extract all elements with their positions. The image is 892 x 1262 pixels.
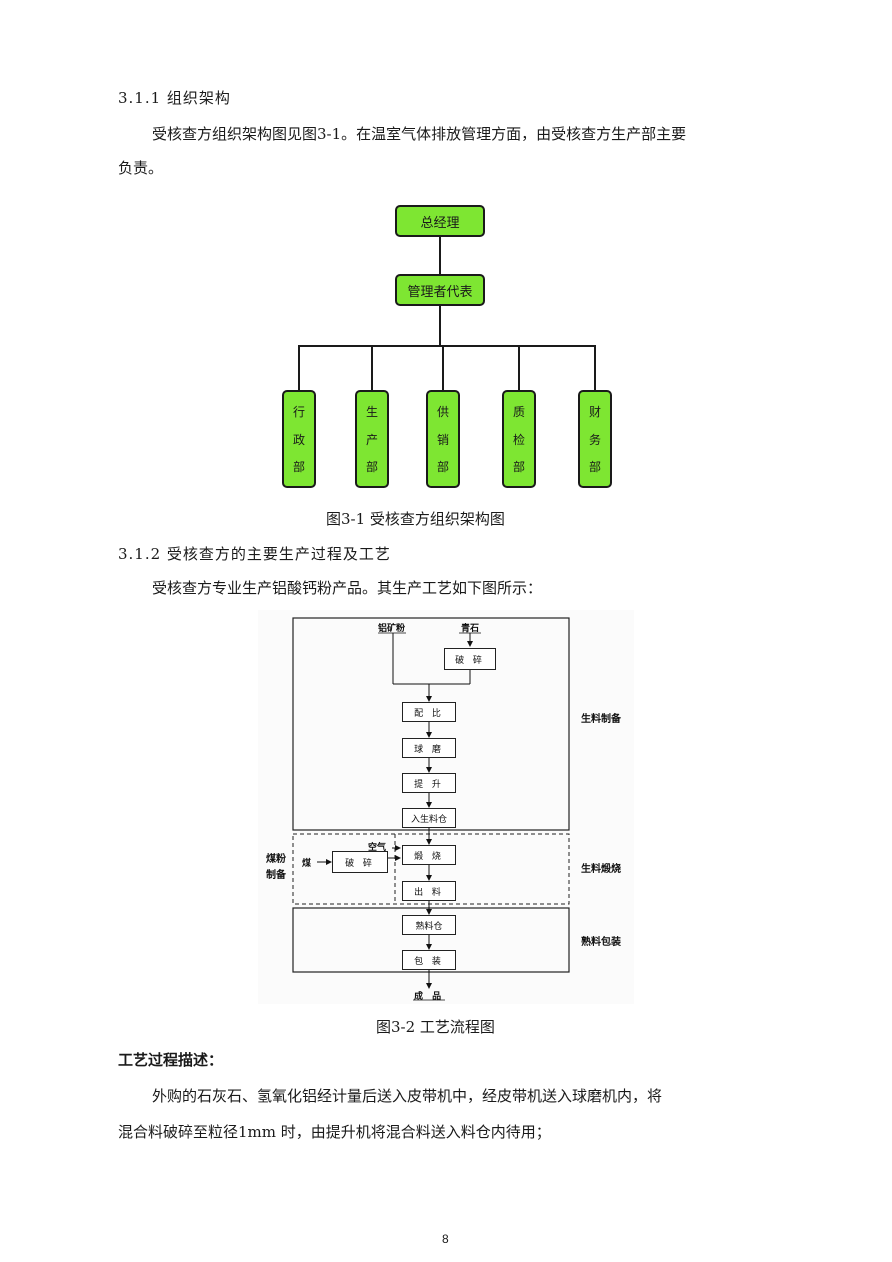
flow-step-pack: 包 装 <box>402 950 456 970</box>
process-desc-line2: 混合料破碎至粒径1mm 时，由提升机将混合料送入料仓内待用； <box>118 1123 551 1141</box>
org-connector <box>594 345 596 391</box>
figure-caption-flow: 图3-2 工艺流程图 <box>376 1018 495 1036</box>
org-connector <box>371 345 373 391</box>
org-connector <box>298 345 300 391</box>
flow-input-coal: 煤 <box>302 859 312 869</box>
flow-input-air: 空气 <box>368 843 387 853</box>
flow-step-mill: 球 磨 <box>402 738 456 758</box>
org-dept-char: 政 <box>292 432 305 447</box>
figure-caption-org: 图3-1 受核查方组织架构图 <box>326 510 505 528</box>
org-dept-char: 部 <box>512 460 525 475</box>
flow-step-crush: 破 碎 <box>444 648 496 670</box>
org-connector <box>439 237 441 274</box>
process-desc-heading: 工艺过程描述： <box>118 1051 224 1069</box>
org-dept-char: 行 <box>292 404 305 419</box>
paragraph-process-intro: 受核查方专业生产铝酸钙粉产品。其生产工艺如下图所示： <box>152 579 543 597</box>
page-number: 8 <box>442 1232 449 1246</box>
org-box-management-rep: 管理者代表 <box>395 274 485 306</box>
org-connector <box>439 306 441 346</box>
flow-input-alumina: 铝矿粉 <box>378 624 406 634</box>
flow-product: 成 品 <box>414 992 445 1002</box>
flow-step-calcine: 煅 烧 <box>402 845 456 865</box>
flow-step-clinker-silo: 熟料仓 <box>402 915 456 935</box>
org-dept-char: 部 <box>365 460 378 475</box>
paragraph-org-line1: 受核查方组织架构图见图3-1。在温室气体排放管理方面，由受核查方生产部主要 <box>152 125 687 143</box>
paragraph-org-line2: 负责。 <box>118 159 164 177</box>
flow-input-bluestone: 青石 <box>461 624 480 634</box>
flow-step-mix: 配 比 <box>402 702 456 722</box>
flow-stage-raw-prep: 生料制备 <box>581 714 621 725</box>
org-box-general-manager: 总经理 <box>395 205 485 237</box>
flow-step-discharge: 出 料 <box>402 881 456 901</box>
org-connector-horizontal <box>298 345 596 347</box>
org-box-sales-dept: 供 销 部 <box>426 390 460 488</box>
org-dept-char: 部 <box>588 460 601 475</box>
flow-step-raw-silo: 入生料仓 <box>402 808 456 828</box>
flow-step-coal-crush: 破 碎 <box>332 851 388 873</box>
org-dept-char: 供 <box>436 404 449 419</box>
org-box-quality-dept: 质 检 部 <box>502 390 536 488</box>
flow-step-lift: 提 升 <box>402 773 456 793</box>
org-dept-char: 务 <box>588 432 601 447</box>
flow-stage-coal-line2: 制备 <box>266 870 286 881</box>
org-dept-char: 部 <box>436 460 449 475</box>
flow-stage-coal-line1: 煤粉 <box>266 854 286 865</box>
org-box-finance-dept: 财 务 部 <box>578 390 612 488</box>
org-box-production-dept: 生 产 部 <box>355 390 389 488</box>
org-dept-char: 检 <box>512 432 525 447</box>
org-box-admin-dept: 行 政 部 <box>282 390 316 488</box>
org-dept-char: 财 <box>588 404 601 419</box>
org-dept-char: 销 <box>436 432 449 447</box>
org-dept-char: 产 <box>365 432 378 447</box>
process-flow-chart <box>258 610 634 1004</box>
flow-stage-calcination: 生料煅烧 <box>581 864 621 875</box>
org-dept-char: 生 <box>365 404 378 419</box>
org-connector <box>518 345 520 391</box>
org-dept-char: 质 <box>512 404 525 419</box>
flow-stage-packing: 熟料包装 <box>581 937 621 948</box>
section-heading-312: 3.1.2 受核查方的主要生产过程及工艺 <box>118 545 391 563</box>
process-desc-line1: 外购的石灰石、氢氧化铝经计量后送入皮带机中，经皮带机送入球磨机内，将 <box>152 1087 663 1105</box>
section-heading-311: 3.1.1 组织架构 <box>118 89 231 107</box>
org-connector <box>442 345 444 391</box>
org-dept-char: 部 <box>292 460 305 475</box>
